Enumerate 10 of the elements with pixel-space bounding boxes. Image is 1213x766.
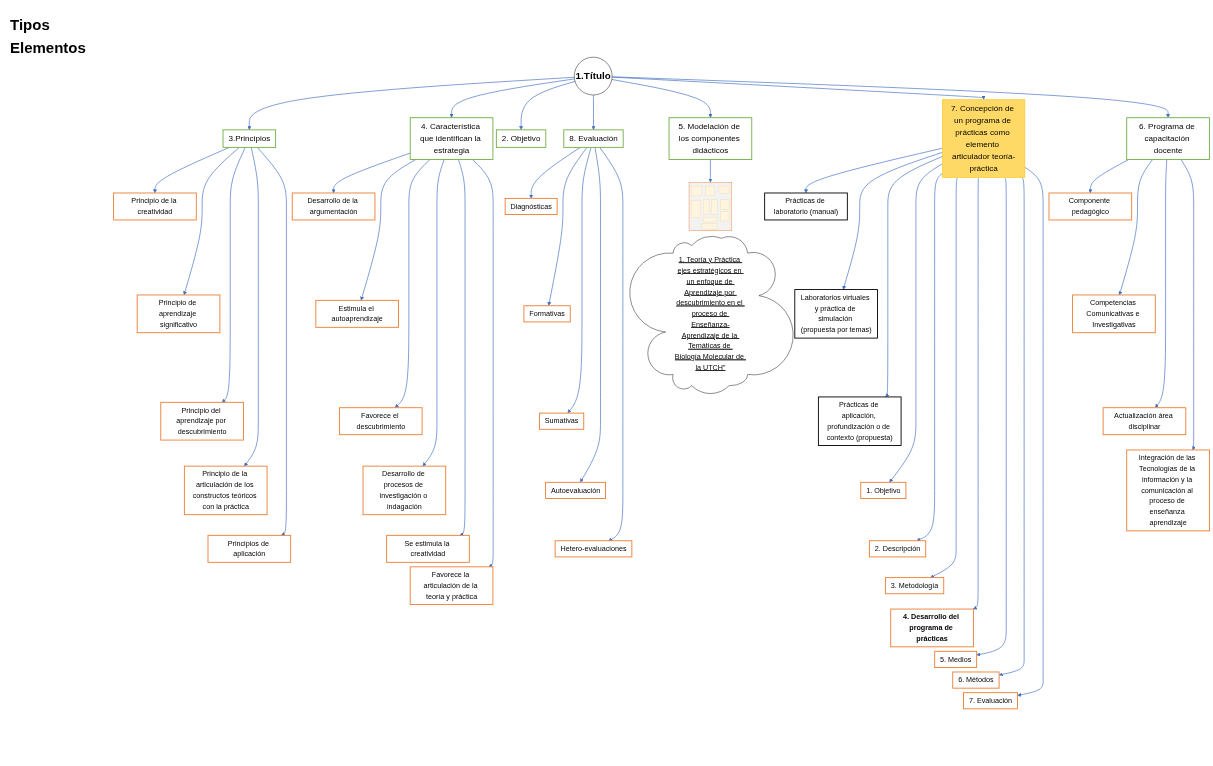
node-box: 8. Evaluación (563, 129, 624, 148)
node-box: 5. Modelación de los componentes didácticos (668, 117, 753, 160)
node-box: 3.Principios (222, 129, 277, 148)
node-circle: 1.Título (574, 56, 613, 96)
node-box: 6. Programa de capacitación docente (1126, 117, 1210, 160)
group-heading: Elementos (10, 39, 87, 56)
node-box: 7. Concepción de un programa de prácticas como elemento articulador teoría-práctica (942, 99, 1026, 178)
node-box: 2. Objetivo (495, 129, 547, 148)
group-heading: Tipos (10, 16, 51, 33)
node-box: 4. Característica que identifican la estrategia (409, 117, 494, 160)
